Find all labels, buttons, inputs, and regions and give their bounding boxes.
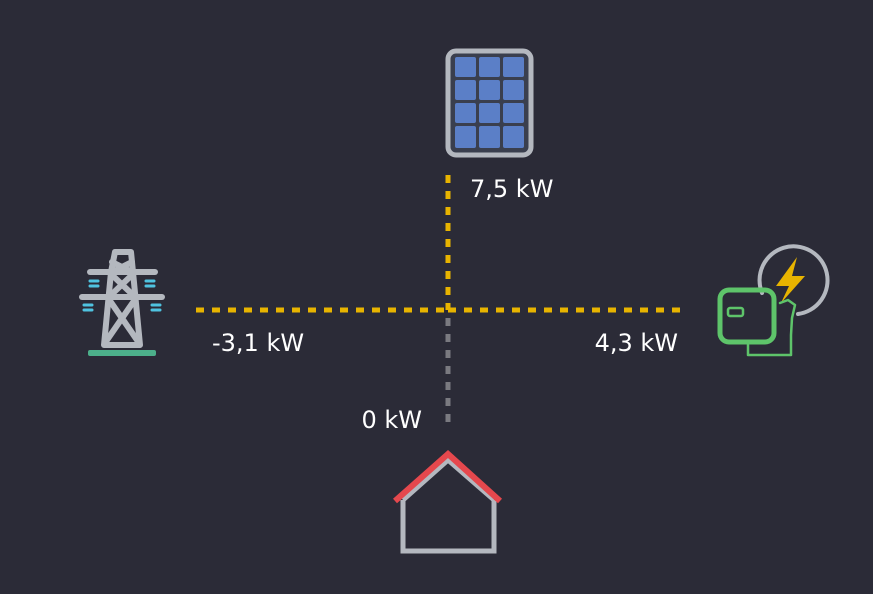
solar-power-value: 7,5 kW (470, 175, 554, 203)
solar-panel-icon[interactable] (445, 48, 534, 158)
power-grid-tower-icon[interactable] (79, 249, 165, 356)
charger-power-value: 4,3 kW (594, 329, 678, 357)
ev-charger-icon[interactable] (717, 244, 830, 357)
home-power-value: 0 kW (361, 406, 422, 434)
grid-power-value: -3,1 kW (212, 329, 305, 357)
home-icon[interactable] (393, 449, 503, 554)
